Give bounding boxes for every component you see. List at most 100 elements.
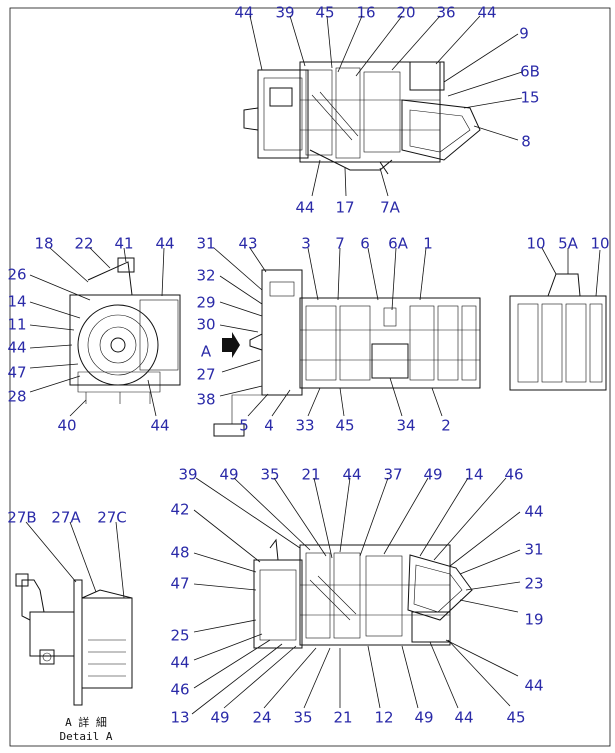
callout-middle_left-9: 28 (7, 388, 26, 406)
callout-bottom-24: 21 (333, 709, 352, 727)
callout-middle_center-7: 32 (196, 267, 215, 285)
leader-lines (25, 15, 601, 715)
callout-bottom-17: 44 (170, 654, 189, 672)
leader-line-middle_left-9 (29, 375, 81, 393)
leader-line-bottom-12 (459, 549, 521, 575)
leader-line-bottom-23 (303, 647, 331, 709)
leader-line-middle_center-11 (221, 359, 261, 373)
leader-line-top-13 (379, 167, 389, 197)
leader-line-middle_center-6 (419, 247, 427, 301)
leader-line-middle_center-14 (271, 389, 291, 417)
callout-bottom-0: 39 (178, 466, 197, 484)
leader-line-middle_left-8 (29, 363, 79, 369)
leader-line-top-8 (447, 71, 523, 97)
callout-middle_center-5: 6A (388, 235, 409, 253)
front-view-drawing (213, 269, 481, 437)
leader-line-bottom-1 (233, 477, 311, 551)
leader-line-bottom-28 (447, 639, 511, 707)
callout-middle_center-3: 7 (335, 235, 345, 253)
callout-bottom-22: 24 (252, 709, 271, 727)
leader-line-bottom-11 (193, 552, 257, 573)
leader-line-bottom-5 (359, 477, 389, 557)
callout-bottom-1: 49 (219, 466, 238, 484)
callout-bottom-15: 19 (524, 611, 543, 629)
leader-line-bottom-7 (419, 477, 469, 557)
callout-bottom-14: 23 (524, 575, 543, 593)
leader-line-top-0 (249, 15, 263, 71)
leader-line-bottom-16 (193, 619, 257, 633)
leader-line-bottom-25 (367, 645, 381, 709)
callout-bottom-13: 47 (170, 575, 189, 593)
callout-middle_left-2: 41 (114, 235, 133, 253)
leader-line-bottom-6 (383, 477, 429, 555)
detail-a-drawing (15, 573, 133, 706)
leader-line-top-11 (311, 159, 321, 197)
callout-bottom-27: 44 (454, 709, 473, 727)
leader-line-middle_center-5 (391, 247, 397, 311)
leader-line-bottom-13 (193, 583, 257, 591)
callout-top-5: 36 (436, 4, 455, 22)
callout-bottom-25: 12 (374, 709, 393, 727)
leader-line-bottom-8 (433, 477, 507, 561)
leader-line-middle_center-13 (247, 393, 269, 417)
detail-caption-jp: A 詳 細 (65, 715, 107, 729)
leader-line-bottom-4 (339, 477, 351, 553)
callout-top-7: 9 (519, 25, 529, 43)
callout-middle_center-9: 30 (196, 316, 215, 334)
leader-line-detail-0 (25, 521, 77, 583)
leader-line-middle_center-9 (219, 324, 259, 333)
leader-line-top-5 (391, 15, 441, 71)
leader-line-bottom-22 (263, 647, 317, 709)
callout-detail-2: 27C (97, 509, 127, 527)
leader-line-bottom-2 (273, 477, 327, 557)
leader-line-middle_center-0 (213, 247, 263, 291)
leader-line-middle_center-8 (219, 301, 263, 317)
leader-line-bottom-14 (465, 581, 521, 591)
callout-middle_left-0: 18 (34, 235, 53, 253)
leader-line-middle_center-16 (339, 387, 345, 417)
callout-top-3: 16 (356, 4, 375, 22)
leader-line-middle_right-0 (541, 247, 557, 275)
leader-line-bottom-19 (193, 639, 271, 689)
callout-bottom-28: 45 (506, 709, 525, 727)
callout-middle_center-18: 2 (441, 417, 451, 435)
callout-middle_center-4: 6 (360, 235, 370, 253)
callout-middle_center-17: 34 (396, 417, 415, 435)
callout-bottom-11: 48 (170, 544, 189, 562)
callout-middle_left-11: 44 (150, 417, 169, 435)
leader-line-middle_center-3 (337, 247, 341, 301)
leader-line-top-6 (435, 15, 481, 65)
callout-middle_left-6: 11 (7, 316, 26, 334)
leader-line-middle_right-2 (595, 249, 601, 297)
leader-line-top-3 (337, 15, 363, 73)
leader-line-bottom-26 (401, 645, 419, 709)
rear-view-drawing (509, 273, 607, 391)
callout-middle_right-2: 10 (590, 235, 609, 253)
callout-middle_center-12: 38 (196, 391, 215, 409)
leader-line-middle_left-7 (29, 344, 73, 349)
callout-middle_right-0: 10 (526, 235, 545, 253)
callout-bottom-7: 14 (464, 466, 483, 484)
side-view-drawing (69, 257, 181, 404)
callout-middle_left-3: 44 (155, 235, 174, 253)
callout-bottom-12: 31 (524, 541, 543, 559)
callout-top-11: 44 (295, 199, 314, 217)
leader-line-bottom-15 (459, 599, 519, 613)
callout-middle_left-5: 14 (7, 293, 26, 311)
callout-detail-0: 27B (7, 509, 36, 527)
callout-detail-1: 27A (51, 509, 81, 527)
callout-middle_center-15: 33 (295, 417, 314, 435)
callout-middle_center-14: 4 (264, 417, 274, 435)
leader-line-detail-1 (69, 521, 97, 593)
callout-bottom-6: 49 (423, 466, 442, 484)
callout-top-9: 15 (520, 89, 539, 107)
callout-bottom-2: 35 (260, 466, 279, 484)
callout-bottom-21: 49 (210, 709, 229, 727)
leader-line-bottom-0 (195, 477, 301, 549)
callout-bottom-4: 44 (342, 466, 361, 484)
detail-caption-en: Detail A (60, 730, 113, 743)
leader-line-middle_center-2 (307, 247, 319, 301)
callout-middle_center-11: 27 (196, 366, 215, 384)
leader-line-top-4 (355, 15, 403, 77)
